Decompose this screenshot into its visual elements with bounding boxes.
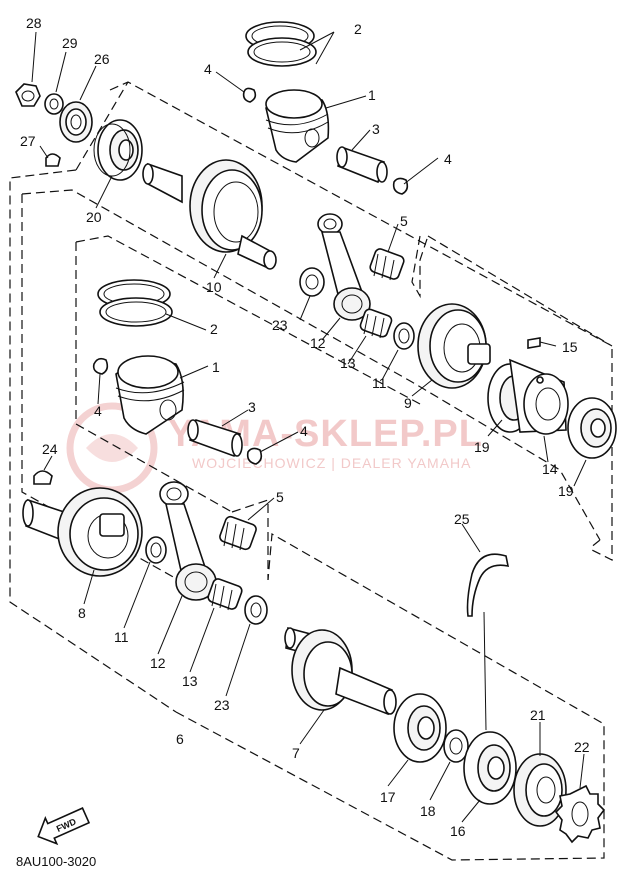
- callout-2-mid: 2: [210, 321, 218, 337]
- part-piston-rings-2-mid: [97, 279, 173, 327]
- callout-labels: 28 29 26 27 2 4 1 3 4 20 5 10 23 12 13 1…: [20, 15, 590, 839]
- fwd-arrow-icon: FWD: [37, 807, 91, 846]
- part-washer-11-mid: [145, 536, 167, 564]
- part-crank-half-8: [22, 487, 143, 577]
- callout-13-mid: 13: [182, 673, 198, 689]
- watermark-logo-mark: [86, 434, 138, 462]
- leader-lines: [31, 31, 587, 823]
- callout-12-mid: 12: [150, 655, 166, 671]
- callout-16: 16: [450, 823, 466, 839]
- callout-29: 29: [62, 35, 78, 51]
- callout-1-mid: 1: [212, 359, 220, 375]
- part-crank-web-9: [417, 303, 491, 389]
- callout-2-top: 2: [354, 21, 362, 37]
- part-circlip-4-mid-a: [92, 357, 109, 375]
- callout-23-top: 23: [272, 317, 288, 333]
- callout-12-top: 12: [310, 335, 326, 351]
- outline-lower-assembly: [175, 533, 605, 861]
- callout-10: 10: [206, 279, 222, 295]
- part-conrod-12-mid: [159, 481, 217, 601]
- callout-5-top: 5: [400, 213, 408, 229]
- outline-small-end-box: [231, 235, 429, 580]
- callout-21: 21: [530, 707, 546, 723]
- callout-17: 17: [380, 789, 396, 805]
- callout-8: 8: [78, 605, 86, 621]
- callout-24: 24: [42, 441, 58, 457]
- callout-14: 14: [542, 461, 558, 477]
- part-needle-bearing-13-mid: [207, 578, 243, 611]
- part-washer-23-mid: [244, 595, 268, 625]
- callout-23-mid: 23: [214, 697, 230, 713]
- part-washer-29: [44, 93, 64, 115]
- part-needle-bearing-5-top: [369, 248, 405, 281]
- callout-7: 7: [292, 745, 300, 761]
- part-circlip-4-top-b: [392, 177, 409, 195]
- part-oil-seal-26: [59, 101, 93, 143]
- callout-19-a: 19: [474, 439, 490, 455]
- callout-19-b: 19: [558, 483, 574, 499]
- part-circlip-4-top-a: [242, 87, 257, 103]
- callout-26: 26: [94, 51, 110, 67]
- callout-11-top: 11: [372, 375, 387, 391]
- callout-28: 28: [26, 15, 42, 31]
- part-key-24: [33, 470, 53, 485]
- part-key-27: [45, 153, 61, 167]
- callout-5-mid: 5: [276, 489, 284, 505]
- part-conrod-12-top: [317, 213, 371, 321]
- callout-15: 15: [562, 339, 578, 355]
- callout-1-top: 1: [368, 87, 376, 103]
- callout-20: 20: [86, 209, 102, 225]
- part-crank-half-10: [142, 159, 277, 270]
- watermark-subtitle: WOJCIECHOWICZ | DEALER YAMAHA: [192, 455, 471, 471]
- part-needle-bearing-5-mid: [219, 515, 257, 551]
- diagram-code: 8AU100-3020: [16, 854, 96, 869]
- callout-3-mid: 3: [248, 399, 256, 415]
- part-circlip-25: [466, 553, 510, 617]
- part-piston-1-mid: [115, 355, 185, 435]
- part-bearing-16: [463, 731, 517, 805]
- part-washer-23-top: [299, 267, 325, 297]
- part-piston-1-top: [265, 89, 330, 163]
- callout-6: 6: [176, 731, 184, 747]
- part-piston-pin-3-top: [336, 146, 388, 184]
- callout-4-mid-b: 4: [300, 423, 308, 439]
- outline-inner-assembly: [21, 189, 601, 593]
- part-center-seal-14: [509, 358, 569, 435]
- part-crank-half-7: [284, 626, 397, 716]
- callout-13-top: 13: [340, 355, 356, 371]
- part-needle-bearing-13-top: [359, 308, 393, 339]
- part-washer-11-top: [393, 322, 415, 350]
- callout-25: 25: [454, 511, 470, 527]
- callout-11-mid: 11: [114, 629, 129, 645]
- part-piston-rings-2-top: [245, 21, 317, 67]
- part-bearing-17: [393, 693, 447, 763]
- part-nut-28: [15, 83, 41, 107]
- callout-4-top-b: 4: [444, 151, 452, 167]
- part-circlip-4-mid-b: [246, 447, 263, 465]
- part-bearing-20: [93, 119, 143, 181]
- callout-3-top: 3: [372, 121, 380, 137]
- part-oil-seal-21: [513, 753, 567, 827]
- callout-4-top-a: 4: [204, 61, 212, 77]
- part-piston-pin-3-mid: [187, 418, 243, 458]
- callout-22: 22: [574, 739, 590, 755]
- callout-9: 9: [404, 395, 412, 411]
- assembly-outlines: [9, 81, 613, 861]
- callout-4-mid-a: 4: [94, 403, 102, 419]
- outline-upper-assembly: [9, 81, 613, 713]
- part-washer-18: [443, 729, 469, 763]
- part-dowel-15: [527, 337, 541, 349]
- part-sprocket-22: [554, 784, 606, 844]
- part-bearing-19-b: [567, 397, 617, 459]
- callout-18: 18: [420, 803, 436, 819]
- callout-27: 27: [20, 133, 36, 149]
